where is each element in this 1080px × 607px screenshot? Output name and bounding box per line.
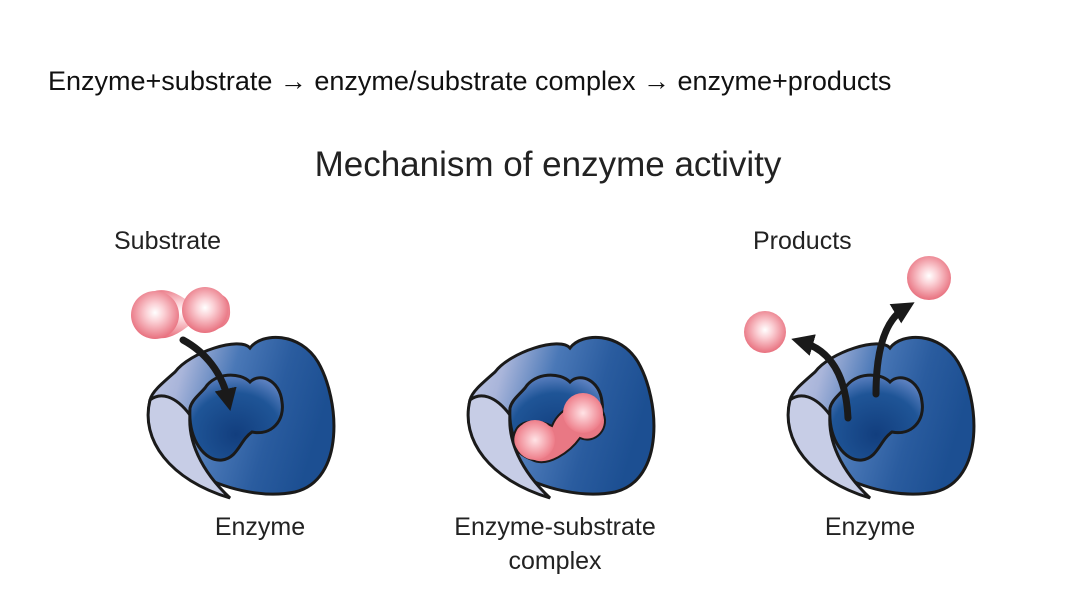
substrate-label: Substrate xyxy=(114,227,222,255)
enzyme-left xyxy=(146,335,336,500)
bound-substrate xyxy=(512,393,606,463)
binding-arrow xyxy=(179,336,237,411)
complex-label-line1: Enzyme-substrate xyxy=(454,513,656,541)
diagram-title: Mechanism of enzyme activity xyxy=(314,145,782,184)
enzyme-label-right: Enzyme xyxy=(824,513,916,541)
substrate-molecule xyxy=(131,287,231,339)
release-arrow xyxy=(872,302,915,398)
active-site-pocket xyxy=(188,373,284,462)
complex-label-line2: complex xyxy=(508,547,602,575)
products-label: Products xyxy=(753,227,852,255)
enzyme-substrate-complex xyxy=(466,335,656,500)
product-molecule xyxy=(744,311,786,353)
reaction-equation: Enzyme+substrate → enzyme/substrate comp… xyxy=(48,66,892,96)
enzyme-front-face xyxy=(146,394,232,500)
product-molecule xyxy=(907,256,951,300)
enzyme-front-face xyxy=(786,394,872,500)
release-arrow xyxy=(791,334,852,422)
enzyme-front-face xyxy=(466,394,552,500)
enzyme-label-left: Enzyme xyxy=(214,513,306,541)
enzyme-right xyxy=(786,335,976,500)
